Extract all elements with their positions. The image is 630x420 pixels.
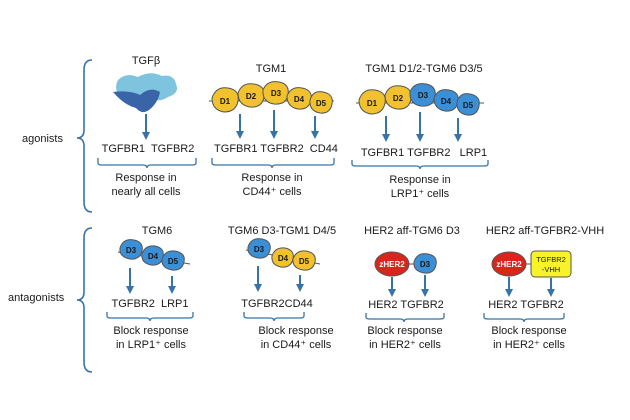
receptor-brace [243, 312, 305, 322]
domain-d5 [456, 93, 480, 116]
domain-label: D3 [254, 245, 265, 254]
domain-d1 [211, 87, 239, 113]
receptor-label: TGFBR1 TGFBR2 LRP1 [361, 147, 487, 159]
response-line-2: LRP1⁺ cells [391, 188, 450, 200]
receptor-brace [211, 158, 335, 169]
receptor-label: TGFBR2CD44 [241, 298, 313, 310]
domain-d1 [358, 89, 386, 115]
response-line-1: Block response [367, 325, 442, 337]
receptor-label: HER2 TGFBR2 [368, 299, 444, 311]
antagonist-panel-her2-vhh: HER2 aff-TGFBR2-VHH zHER2 TGFBR2 -VHH HE… [483, 225, 604, 351]
domain-d5 [309, 91, 333, 114]
domain-d3: D3 [413, 253, 437, 274]
domain-label: D3 [126, 246, 137, 255]
row-label-antagonists: antagonists [8, 292, 65, 304]
tgm1-domain-chain: D1 D2 D3 D4 D5 [209, 81, 334, 114]
domain-d3 [247, 238, 271, 259]
response-line-1: Response in [389, 174, 450, 186]
domain-label: D5 [168, 257, 179, 266]
receptor-brace [106, 312, 194, 322]
antagonists-brace [76, 227, 93, 373]
receptor-brace [97, 158, 197, 169]
response-line-1: Block response [113, 325, 188, 337]
response-line-2: nearly all cells [111, 186, 181, 198]
panel-title: TGM1 [256, 63, 287, 75]
response-line-1: Response in [241, 172, 302, 184]
zher2-label: zHER2 [496, 260, 522, 269]
domain-label: D5 [316, 99, 327, 108]
row-label-agonists: agonists [22, 133, 63, 145]
domain-label: D5 [463, 101, 474, 110]
panel-title: TGFβ [132, 55, 160, 67]
domain-label: D2 [246, 92, 257, 101]
receptor-label: TGFBR1 TGFBR2 [102, 143, 195, 155]
panel-title: HER2 aff-TGM6 D3 [364, 225, 460, 237]
tgfbr2-vhh-box: TGFBR2 -VHH [530, 250, 572, 278]
panel-title: TGM6 D3-TGM1 D4/5 [228, 225, 336, 237]
vhh-label-line-1: TGFBR2 [536, 255, 566, 264]
antagonist-panel-tgm6: TGM6 D3 D4 D5 TGFBR2 LRP1 Block response… [106, 225, 194, 351]
receptor-label: TGFBR2 LRP1 [111, 298, 188, 310]
domain-label: D4 [294, 95, 305, 104]
vhh-label-line-2: -VHH [542, 265, 560, 274]
response-line-1: Response in [115, 172, 176, 184]
response-line-1: Block response [258, 325, 333, 337]
panel-title: HER2 aff-TGFBR2-VHH [486, 225, 604, 237]
receptor-brace [351, 160, 489, 170]
response-line-2: in HER2⁺ cells [493, 339, 565, 351]
domain-label: D4 [148, 252, 159, 261]
chimera-domain-chain: D1 D2 D3 D4 D5 [356, 83, 484, 116]
domain-label: D3 [420, 260, 431, 269]
domain-d5 [161, 250, 185, 271]
tgm6-tgm1-domain-chain: D3 D4 D5 [245, 238, 321, 271]
response-line-2: in HER2⁺ cells [369, 339, 441, 351]
agonist-panel-tgm1: TGM1 D1 D2 D3 D4 D5 TGFBR1 TGFBR2 CD44 R… [209, 63, 338, 198]
agonist-panel-tgfb: TGFβ TGFBR1 TGFBR2 Response in nearly al… [97, 55, 197, 198]
response-line-1: Block response [491, 325, 566, 337]
zher2-domain: zHER2 [374, 251, 410, 277]
zher2-label: zHER2 [379, 260, 405, 269]
domain-label: D3 [418, 91, 429, 100]
zher2-domain: zHER2 [491, 251, 527, 277]
receptor-brace [483, 313, 565, 323]
response-line-2: in LRP1⁺ cells [116, 339, 187, 351]
domain-label: D4 [441, 97, 452, 106]
domain-label: D4 [278, 254, 289, 263]
agonists-brace [76, 59, 93, 213]
tgm6-domain-chain: D3 D4 D5 [117, 239, 191, 271]
receptor-label: HER2 TGFBR2 [488, 299, 564, 311]
tgfb-ligand-icon [113, 73, 177, 113]
receptor-label: TGFBR1 TGFBR2 CD44 [214, 143, 338, 155]
domain-d3 [119, 239, 143, 260]
panel-title: TGM6 [142, 225, 173, 237]
domain-label: D2 [393, 94, 404, 103]
antagonist-panel-her2-tgm6: HER2 aff-TGM6 D3 zHER2 D3 HER2 TGFBR2 Bl… [364, 225, 460, 351]
receptor-brace [365, 313, 445, 323]
domain-d5 [292, 250, 316, 271]
agonist-panel-tgm1-tgm6-chimera: TGM1 D1/2-TGM6 D3/5 D1 D2 D3 D4 D5 TGFBR… [351, 63, 489, 200]
domain-label: D3 [271, 89, 282, 98]
domain-label: D5 [299, 257, 310, 266]
response-line-2: in CD44⁺ cells [261, 339, 332, 351]
domain-label: D1 [220, 97, 231, 106]
panel-title: TGM1 D1/2-TGM6 D3/5 [365, 63, 482, 75]
domain-label: D1 [367, 99, 378, 108]
response-line-2: CD44⁺ cells [243, 186, 302, 198]
antagonist-panel-tgm6-tgm1-chimera: TGM6 D3-TGM1 D4/5 D3 D4 D5 TGFBR2CD44 Bl… [228, 225, 336, 351]
